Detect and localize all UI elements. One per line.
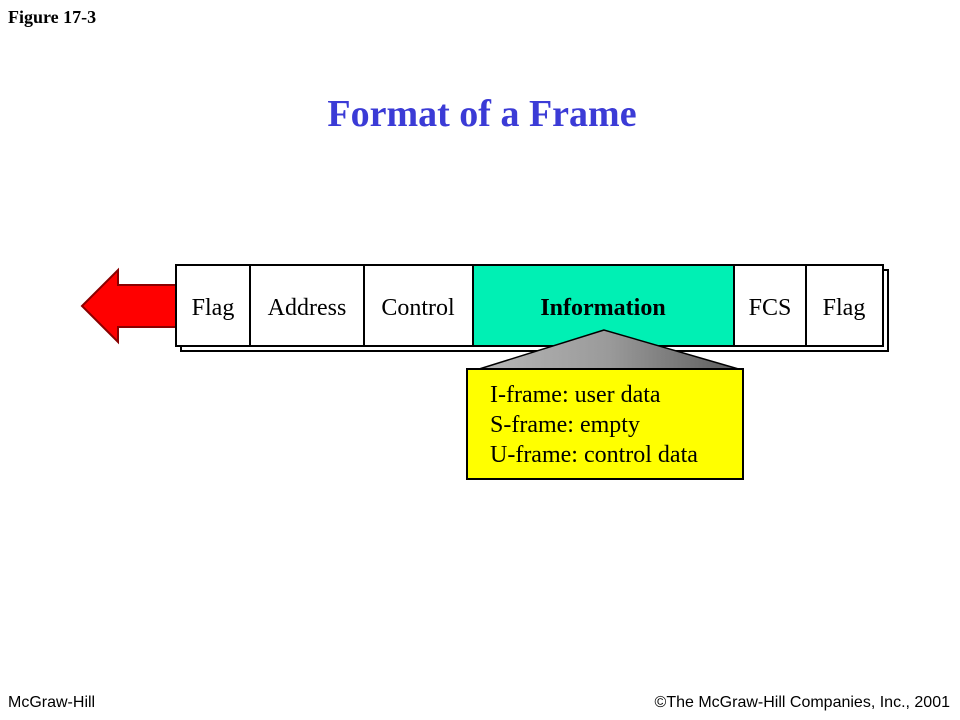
callout-box <box>466 368 744 480</box>
callout-line-s-frame: S-frame: empty <box>490 412 640 438</box>
callout-line-i-frame: I-frame: user data <box>490 382 661 408</box>
direction-arrow-icon <box>80 267 177 345</box>
figure-label: Figure 17-3 <box>8 7 97 27</box>
footer-publisher: McGraw-Hill <box>8 694 96 711</box>
page-title: Format of a Frame <box>327 93 637 135</box>
footer-copyright: ©The McGraw-Hill Companies, Inc., 2001 <box>654 694 950 711</box>
callout-line-u-frame: U-frame: control data <box>490 442 698 468</box>
field-label-fcs: FCS <box>749 295 792 321</box>
field-label-information: Information <box>540 295 665 321</box>
field-label-flag-end: Flag <box>823 295 866 321</box>
field-label-control: Control <box>381 295 455 321</box>
field-label-flag-start: Flag <box>192 295 235 321</box>
field-label-address: Address <box>268 295 347 321</box>
